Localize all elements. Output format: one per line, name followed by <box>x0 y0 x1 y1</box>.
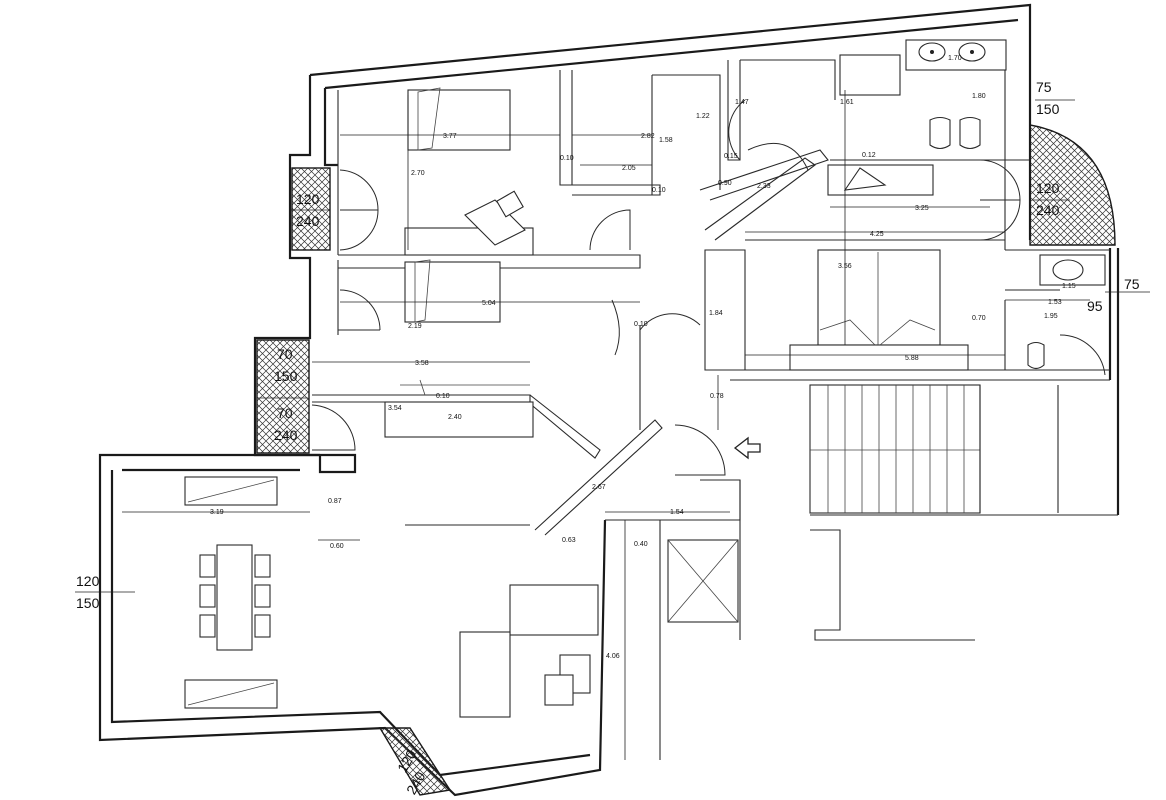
sink-3 <box>1052 259 1084 281</box>
dim-3-54: 3.54 <box>388 405 402 412</box>
window-bedroom-height: 240 <box>1036 202 1060 218</box>
staircase <box>809 384 1059 514</box>
bed <box>817 249 941 346</box>
window-room1 <box>291 167 331 251</box>
window-bedroom-width: 120 <box>1036 180 1060 196</box>
elevator-shaft <box>667 539 739 623</box>
dim-2-82: 2.82 <box>641 133 655 140</box>
wardrobe-1 <box>407 89 511 151</box>
bidet <box>959 116 981 150</box>
dim-0-87: 0.87 <box>328 498 342 505</box>
dim-0-70: 0.70 <box>972 315 986 322</box>
window-kitchen-top-width: 70 <box>277 346 293 362</box>
dim-4-25: 4.25 <box>870 231 884 238</box>
window-kitchen-top-height: 150 <box>274 368 298 384</box>
dimension-labels: 3.77 2.82 1.58 1.22 1.47 1.61 1.70 1.80 … <box>210 55 1076 660</box>
dim-1-61: 1.61 <box>840 99 854 106</box>
window-bath-width: 75 <box>1036 79 1052 95</box>
dining-table <box>216 544 253 651</box>
dim-2-67: 2.67 <box>592 484 606 491</box>
dim-0-10d: 0.10 <box>436 393 450 400</box>
dim-4-06: 4.06 <box>606 653 620 660</box>
window-bath2-width: 75 <box>1124 276 1140 292</box>
window-room1-height: 240 <box>296 213 320 229</box>
window-kitchen-bottom-width: 70 <box>277 405 293 421</box>
dim-0-63: 0.63 <box>562 537 576 544</box>
dim-1-47: 1.47 <box>735 99 749 106</box>
dim-0-10c: 0.10 <box>634 321 648 328</box>
chair <box>464 199 526 246</box>
doors <box>311 99 1106 476</box>
dresser <box>827 164 934 196</box>
dim-5-04: 5.04 <box>482 300 496 307</box>
dim-3-58: 3.58 <box>415 360 429 367</box>
dim-0-78: 0.78 <box>710 393 724 400</box>
wardrobe-2 <box>404 261 501 323</box>
dimension-lines <box>75 90 1150 760</box>
window-kitchen <box>256 339 310 454</box>
dim-1-70: 1.70 <box>948 55 962 62</box>
window-bath-height: 150 <box>1036 101 1060 117</box>
dim-1-80: 1.80 <box>972 93 986 100</box>
window-bath2-height: 95 <box>1087 298 1103 314</box>
toilet-2 <box>1027 341 1045 370</box>
dim-2-40: 2.40 <box>448 414 462 421</box>
dim-5-88: 5.88 <box>905 355 919 362</box>
bed-frame <box>789 344 969 371</box>
dim-2-05: 2.05 <box>622 165 636 172</box>
dim-3-19: 3.19 <box>210 509 224 516</box>
dim-3-25: 3.25 <box>915 205 929 212</box>
furniture <box>184 39 1106 718</box>
window-bottom <box>378 727 452 796</box>
dim-1-15: 1.15 <box>1062 283 1076 290</box>
shower <box>839 54 901 96</box>
entry-arrow-icon <box>733 436 761 460</box>
dim-0-60: 0.60 <box>330 543 344 550</box>
sofa-2 <box>459 631 511 718</box>
window-living-height: 150 <box>76 595 100 611</box>
dim-0-12: 0.12 <box>862 152 876 159</box>
dim-1-84: 1.84 <box>709 310 723 317</box>
dim-0-40: 0.40 <box>634 541 648 548</box>
toilet <box>929 116 951 150</box>
dim-0-90: 0.90 <box>718 180 732 187</box>
window-labels: 120 240 70 150 70 240 120 150 120 240 75… <box>76 79 1140 797</box>
dim-1-53: 1.53 <box>1048 299 1062 306</box>
dim-2-19: 2.19 <box>408 323 422 330</box>
window-kitchen-bottom-height: 240 <box>274 427 298 443</box>
dim-1-22: 1.22 <box>696 113 710 120</box>
dim-1-58: 1.58 <box>659 137 673 144</box>
dim-0-10a: 0.10 <box>560 155 574 162</box>
sofa-1 <box>509 584 599 636</box>
window-living-width: 120 <box>76 573 100 589</box>
dim-2-70: 2.70 <box>411 170 425 177</box>
dim-0-15: 0.15 <box>724 153 738 160</box>
dim-1-95: 1.95 <box>1044 313 1058 320</box>
dim-1-54: 1.54 <box>670 509 684 516</box>
dim-0-10b: 0.10 <box>652 187 666 194</box>
dim-2-33: 2.33 <box>757 183 771 190</box>
dim-3-77: 3.77 <box>443 133 457 140</box>
kitchen-counter <box>384 401 534 438</box>
windows <box>256 124 1116 796</box>
window-bedroom <box>1029 124 1116 246</box>
coffee-table <box>559 654 591 694</box>
dim-3-56: 3.56 <box>838 263 852 270</box>
window-room1-width: 120 <box>296 191 320 207</box>
